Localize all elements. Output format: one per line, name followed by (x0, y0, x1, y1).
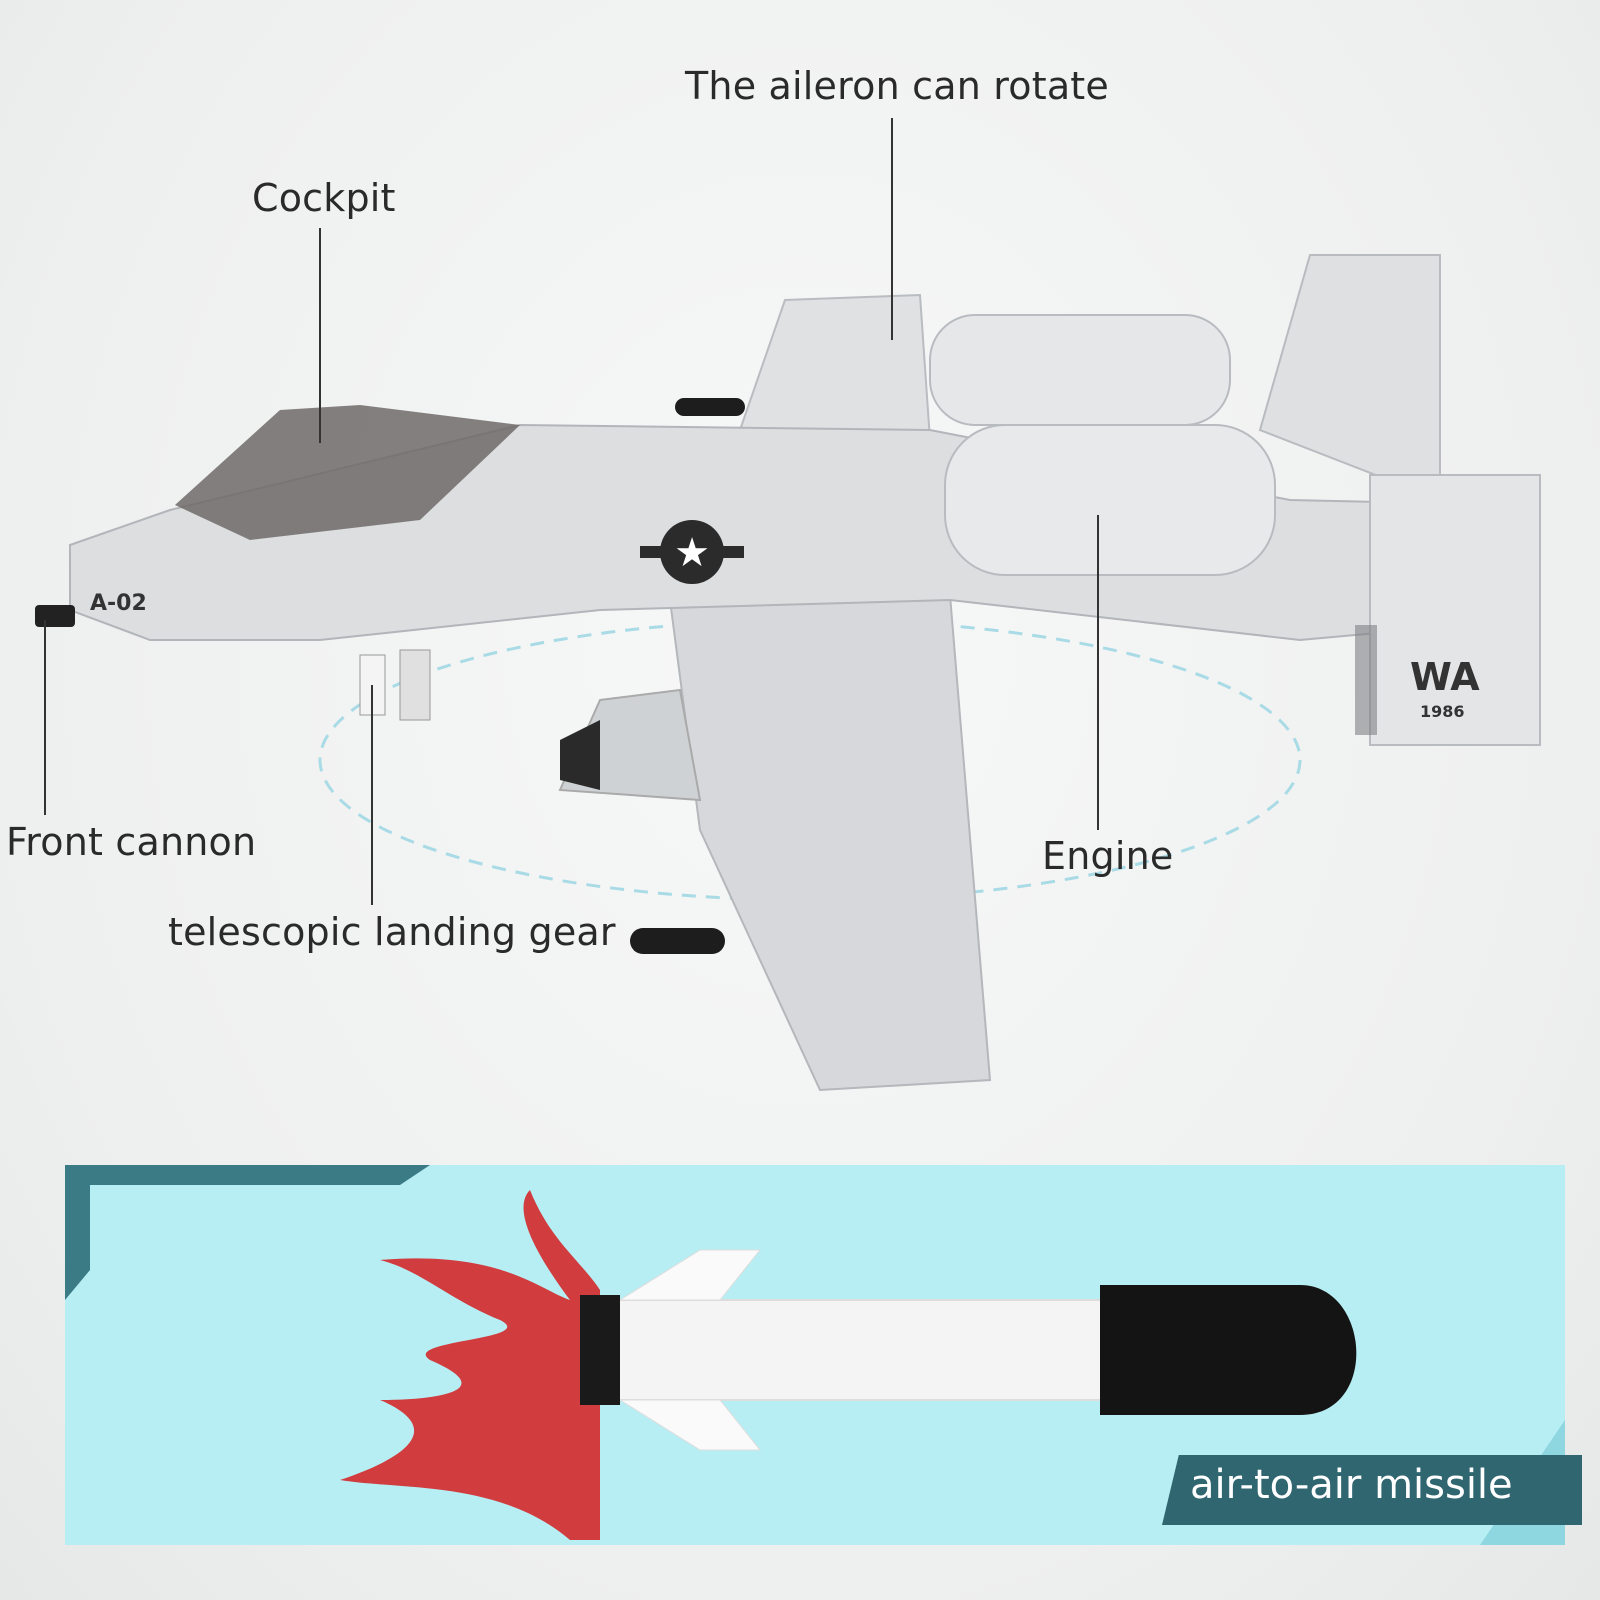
missile-label: air-to-air missile (1190, 1462, 1513, 1508)
leader-line-cockpit (319, 228, 321, 443)
leader-line-front-cannon (44, 620, 46, 815)
callout-engine: Engine (1042, 834, 1174, 878)
callout-aileron: The aileron can rotate (685, 64, 1109, 108)
leader-line-landing-gear (371, 685, 373, 905)
leader-line-aileron (891, 118, 893, 340)
tail-year-marking: 1986 (1420, 702, 1465, 721)
leader-line-engine (1097, 515, 1099, 830)
flame (340, 1190, 600, 1540)
callout-landing-gear: telescopic landing gear (168, 910, 616, 954)
missile-nose (1100, 1285, 1357, 1415)
nose-marking: A-02 (90, 591, 147, 616)
aircraft-model: ★ A-02 WA 1986 (35, 254, 1541, 1092)
svg-text:★: ★ (674, 530, 710, 576)
missile-label-badge (1162, 1455, 1582, 1525)
callout-cockpit: Cockpit (252, 176, 396, 220)
missile-panel (65, 1165, 1565, 1545)
callout-front-cannon: Front cannon (6, 820, 257, 864)
tail-marking: WA (1410, 655, 1480, 699)
